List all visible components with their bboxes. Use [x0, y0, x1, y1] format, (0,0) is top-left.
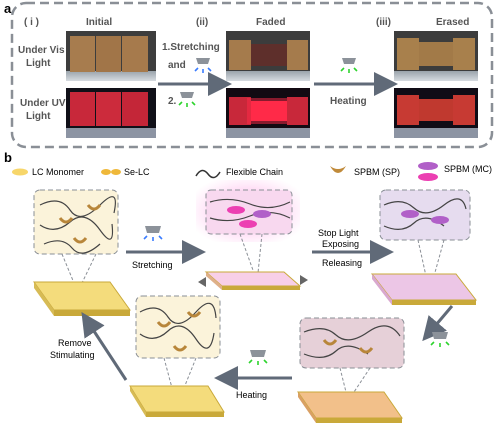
legend-flexible-chain: Flexible Chain	[226, 167, 283, 177]
faded-label: Faded	[256, 17, 285, 28]
row-uv-label-2: Light	[26, 111, 51, 122]
green-led-icon	[178, 92, 196, 107]
row-vis-label-1: Under Vis	[18, 45, 65, 56]
step-iii-label: (iii)	[376, 17, 391, 28]
initial-label: Initial	[86, 17, 112, 28]
panel-a-letter: a	[4, 1, 12, 16]
arrow-remove	[81, 311, 128, 381]
photo-vis-faded	[226, 31, 310, 81]
step-ii-label: (ii)	[196, 17, 208, 28]
row-vis-label-2: Light	[26, 58, 51, 69]
scene-faded	[297, 317, 405, 423]
erased-label: Erased	[436, 17, 469, 28]
row-uv-label-1: Under UV	[20, 98, 66, 109]
scene-released	[370, 189, 478, 305]
blue-led-icon	[194, 58, 212, 73]
scene-stretched	[196, 180, 308, 290]
stretching-label: 1.Stretching	[162, 42, 220, 53]
spbm-mc-icon	[418, 162, 438, 181]
lc-monomer-icon	[12, 168, 28, 176]
heating-a-label: Heating	[330, 96, 367, 107]
panel-b-letter: b	[4, 150, 12, 165]
green-led-icon	[340, 58, 358, 73]
legend-lc-monomer: LC Monomer	[32, 167, 84, 177]
flexible-chain-icon	[195, 169, 221, 179]
and-label: and	[168, 60, 186, 71]
legend-se-lc: Se-LC	[124, 167, 150, 177]
panel-a-frame	[10, 1, 494, 149]
scene-erased	[129, 295, 225, 417]
se-lc-icon	[101, 169, 121, 175]
scene-initial	[33, 189, 131, 316]
step-2-label: 2.	[168, 96, 177, 107]
step-releasing: Releasing	[322, 258, 362, 268]
photo-uv-erased	[394, 88, 478, 138]
step-stretching: Stretching	[132, 260, 173, 270]
photo-uv-faded	[226, 88, 310, 138]
step-stimulating: Stimulating	[50, 350, 95, 360]
blue-led-icon	[143, 226, 163, 241]
green-led-icon	[430, 332, 450, 347]
legend-spbm-sp: SPBM (SP)	[354, 167, 400, 177]
legend-spbm-mc: SPBM (MC)	[444, 164, 492, 174]
spbm-sp-icon	[330, 166, 346, 173]
photo-vis-initial	[66, 31, 156, 81]
step-stop-light: Stop Light	[318, 228, 359, 238]
step-remove: Remove	[58, 338, 92, 348]
photo-uv-initial	[66, 88, 156, 138]
step-exposing: Exposing	[322, 239, 359, 249]
green-led-icon	[248, 350, 268, 365]
step-heating: Heating	[236, 390, 267, 400]
photo-vis-erased	[394, 31, 478, 81]
arrow-down-right	[422, 305, 454, 342]
step-i-label: ( i )	[24, 17, 39, 28]
